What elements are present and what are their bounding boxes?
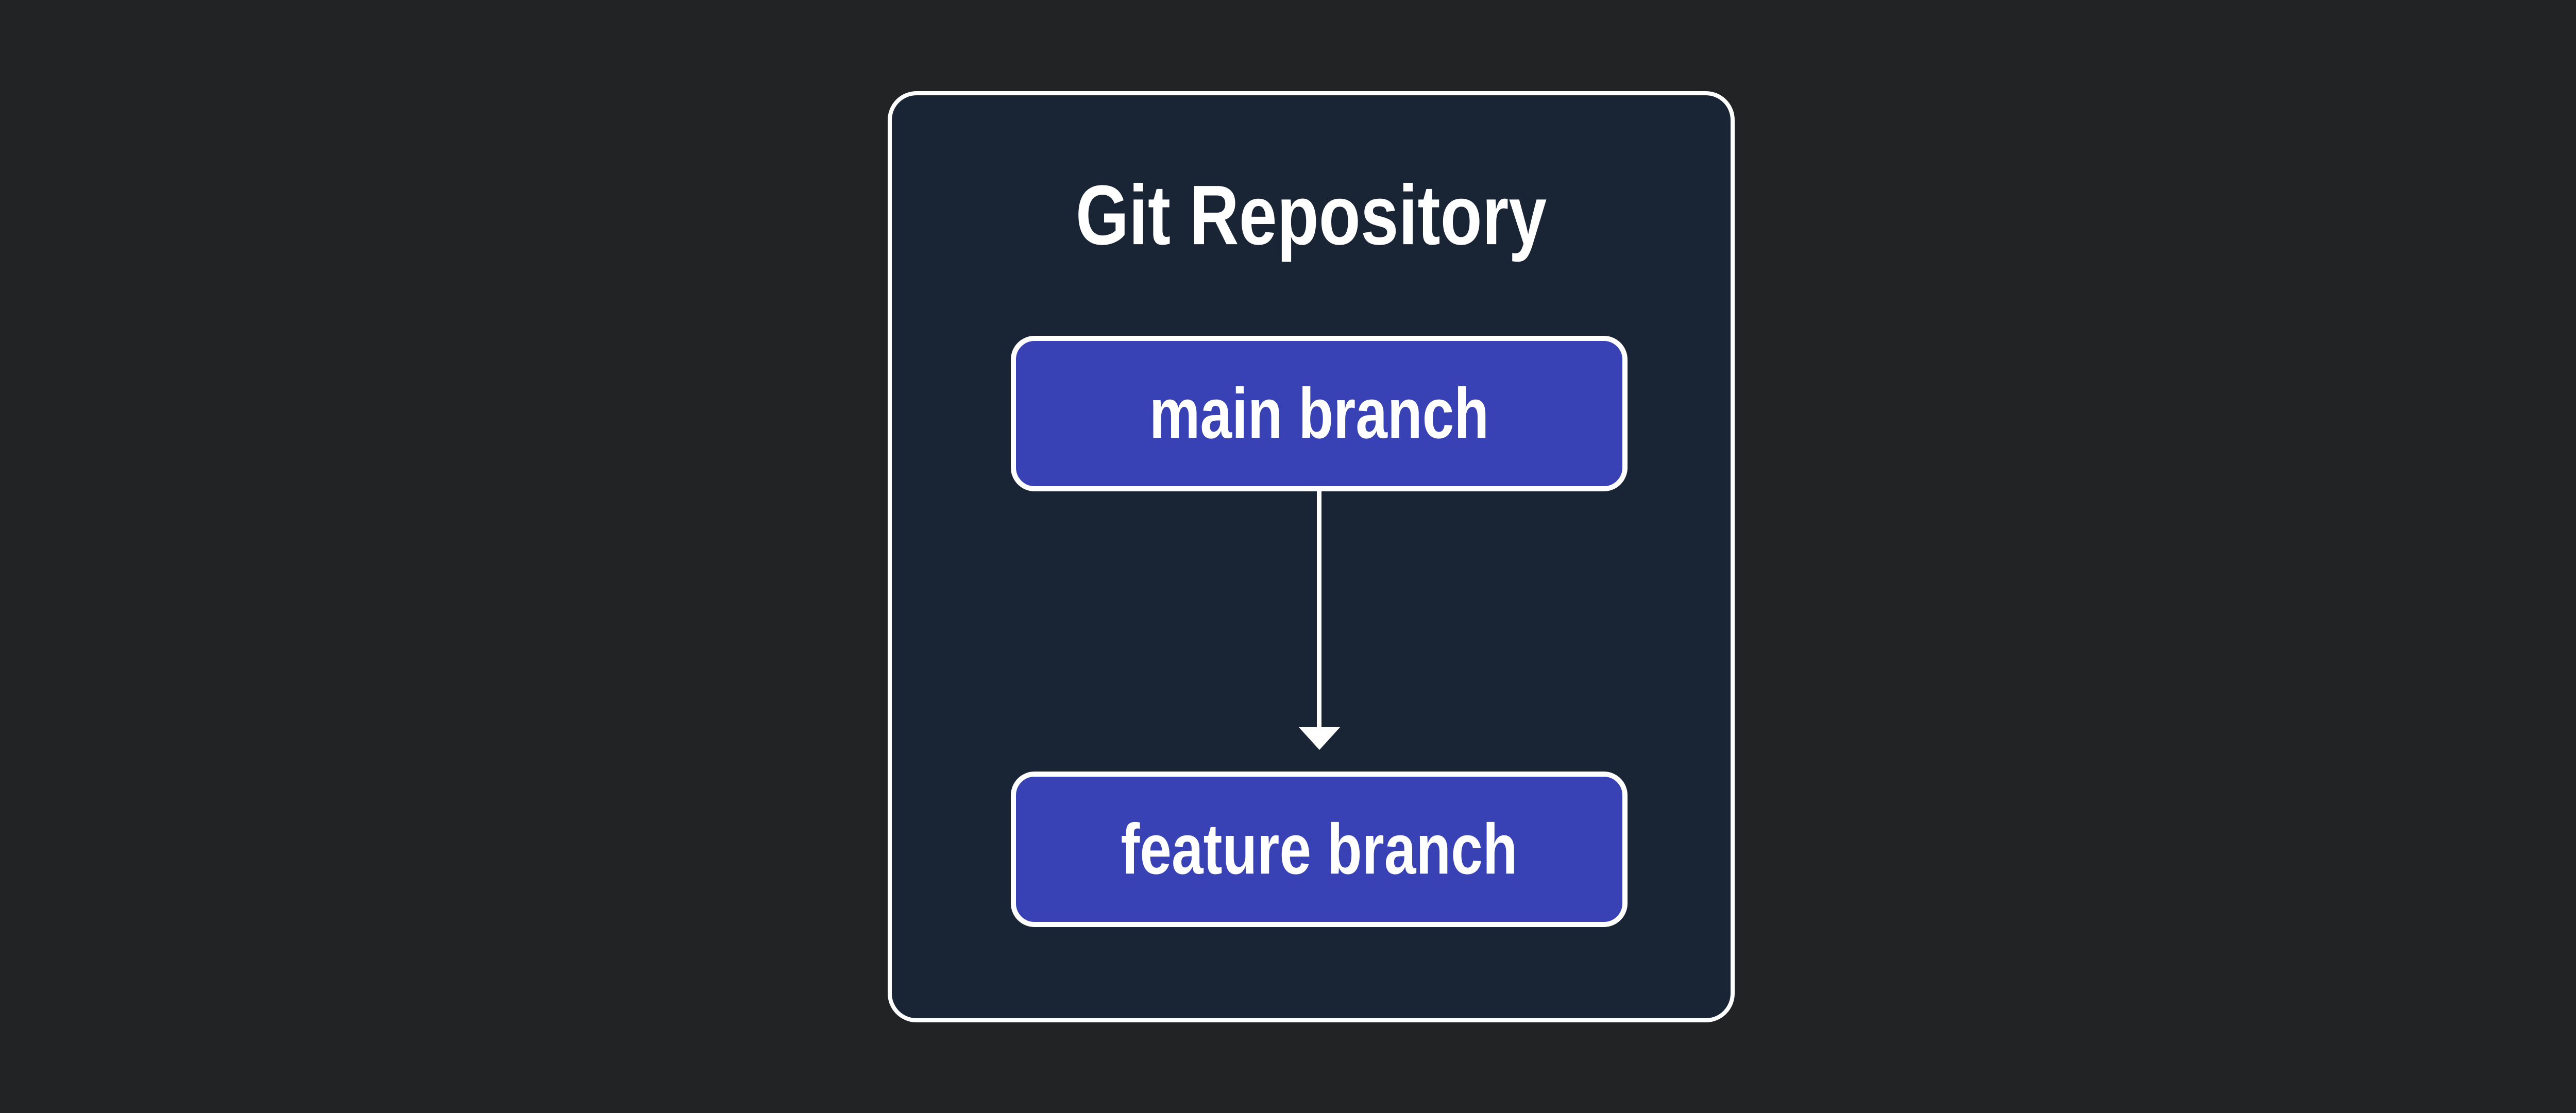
node-feature-branch: feature branch xyxy=(1011,772,1628,927)
node-main-branch: main branch xyxy=(1011,336,1628,491)
arrow-down-icon xyxy=(1299,727,1340,750)
node-feature-branch-label: feature branch xyxy=(1121,809,1518,889)
node-main-branch-label: main branch xyxy=(1149,373,1489,453)
edge-main-to-feature-line xyxy=(1317,490,1321,728)
diagram-title: Git Repository xyxy=(1075,168,1547,263)
